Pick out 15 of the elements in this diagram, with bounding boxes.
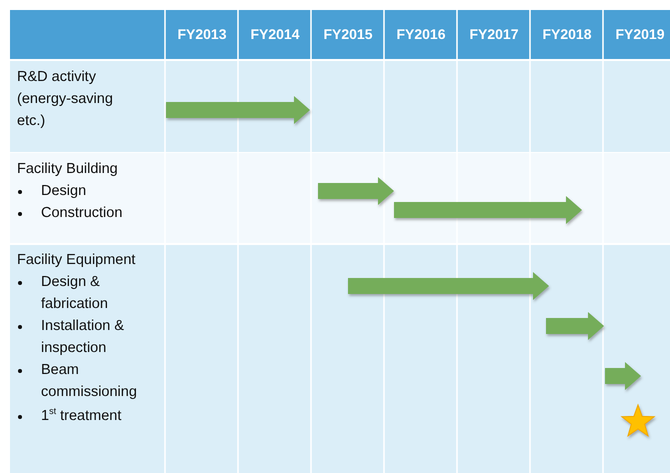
row-label: R&D activity (energy-saving etc.) <box>17 68 114 131</box>
bullet-item: 1$^{st}$ treatment <box>41 405 122 426</box>
year-header: FY2017 <box>468 25 520 44</box>
row-label: Facility Building <box>17 160 119 179</box>
row-label: Facility Equipment <box>17 251 136 270</box>
year-header: FY2013 <box>176 25 228 44</box>
year-header: FY2016 <box>395 25 447 44</box>
bullet-item: Construction <box>41 204 124 223</box>
bullet-item: Design & fabrication <box>41 273 109 314</box>
year-header: FY2014 <box>249 25 301 44</box>
bullet-item: Design <box>41 182 88 201</box>
bullet-item: Installation & inspection <box>41 317 126 358</box>
year-header: FY2019 <box>614 25 666 44</box>
year-header: FY2015 <box>322 25 374 44</box>
year-header: FY2018 <box>541 25 593 44</box>
